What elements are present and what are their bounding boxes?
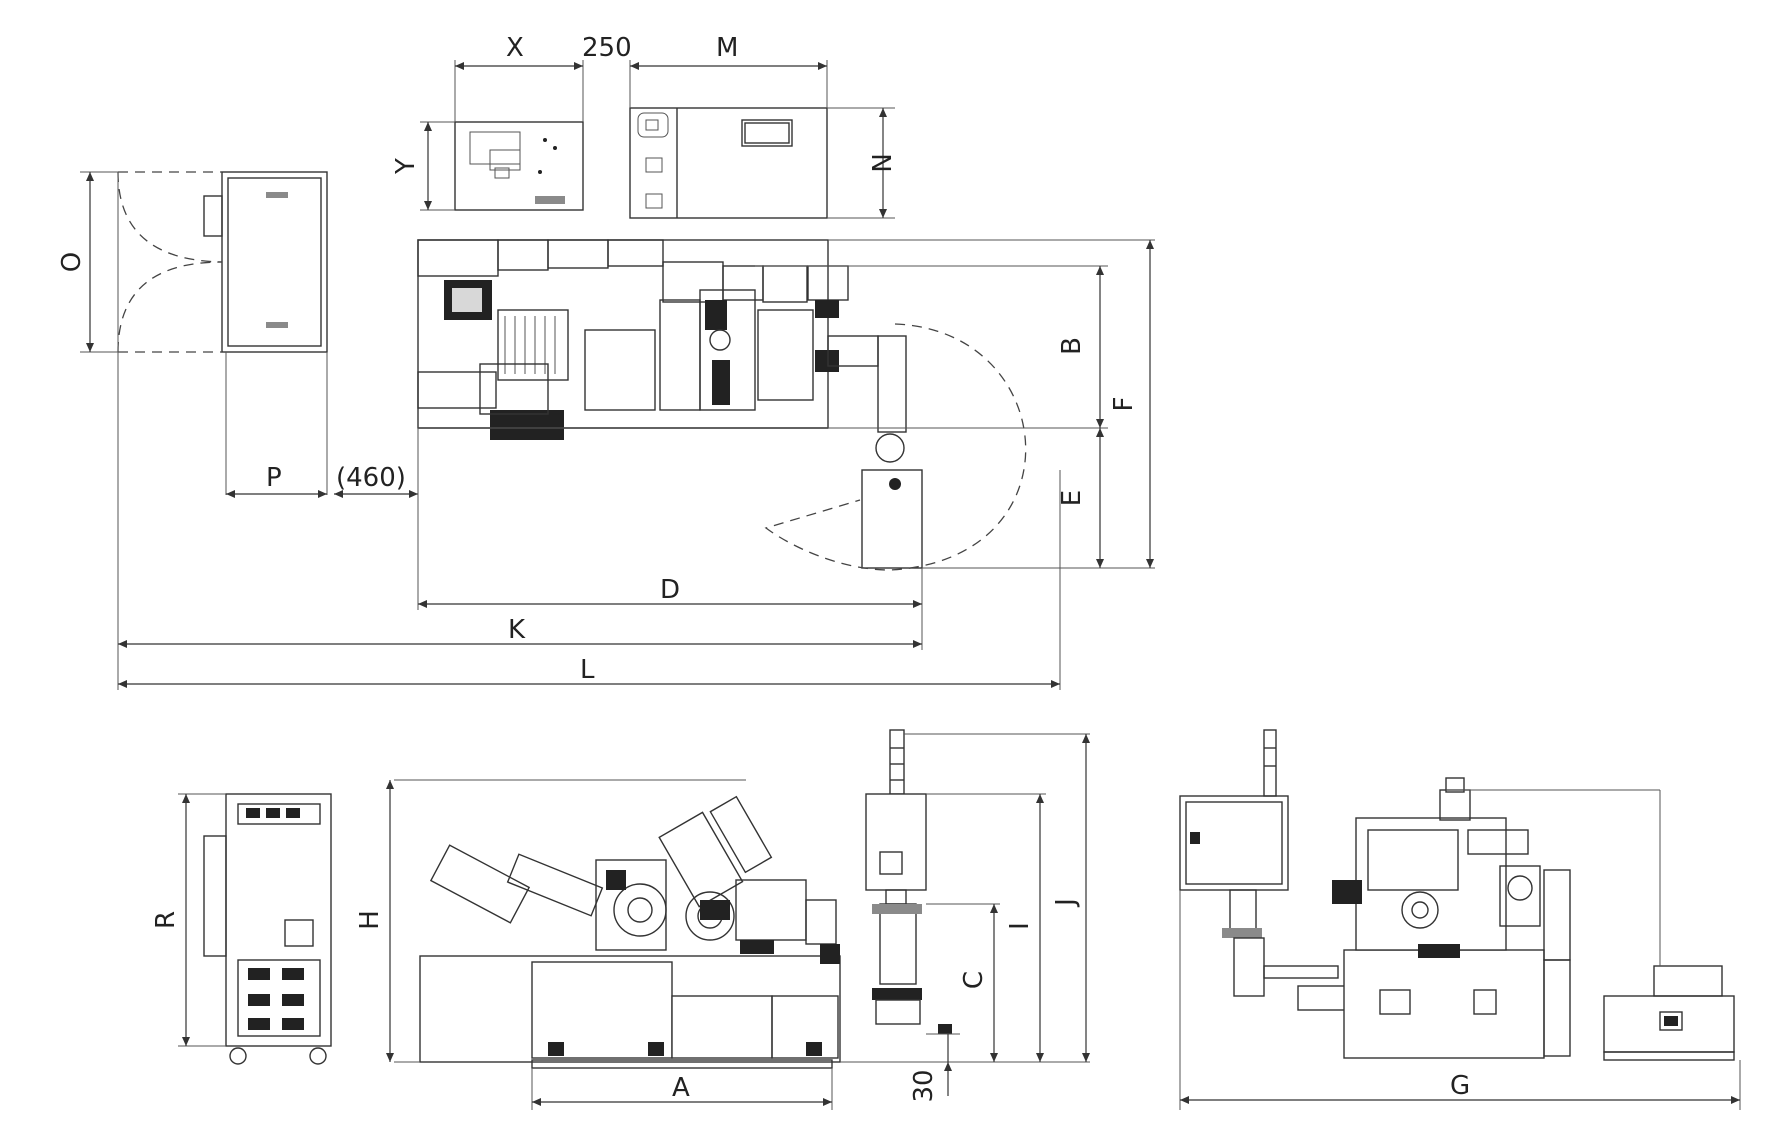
main-machine-side-view bbox=[419, 729, 952, 1069]
plan-view: X 250 M Y N bbox=[57, 33, 1155, 690]
dim-g bbox=[1179, 890, 1741, 1110]
dim-label-c: C bbox=[959, 971, 989, 989]
dim-n bbox=[827, 107, 895, 219]
cabinet-front-view bbox=[203, 793, 332, 1065]
dim-label-k: K bbox=[508, 615, 526, 645]
dim-label-n: N bbox=[865, 153, 895, 172]
dim-c-i-j bbox=[840, 733, 1090, 1063]
dim-label-r: R bbox=[151, 911, 181, 929]
dim-label-j: J bbox=[1051, 898, 1081, 908]
dim-a-30 bbox=[531, 1033, 960, 1110]
dim-label-m: M bbox=[716, 33, 738, 63]
dim-label-i: I bbox=[1005, 922, 1035, 930]
dim-r bbox=[178, 793, 226, 1047]
dim-h bbox=[386, 779, 746, 1063]
dim-label-x: X bbox=[506, 33, 524, 63]
dim-y bbox=[420, 121, 455, 211]
dim-label-p: P bbox=[266, 463, 282, 493]
dim-label-g: G bbox=[1450, 1071, 1470, 1101]
dim-o bbox=[80, 171, 118, 353]
dim-b-e-f bbox=[418, 239, 1155, 569]
dim-label-460: (460) bbox=[336, 463, 406, 493]
dim-label-250: 250 bbox=[582, 33, 632, 63]
end-view bbox=[1179, 729, 1735, 1061]
dim-x-250-m bbox=[454, 60, 828, 122]
dim-label-e: E bbox=[1057, 490, 1087, 506]
dim-label-d: D bbox=[660, 575, 680, 605]
dim-label-30: 30 bbox=[909, 1069, 939, 1102]
dim-label-l: L bbox=[580, 655, 595, 685]
dim-label-a: A bbox=[672, 1073, 690, 1103]
small-unit-top bbox=[454, 121, 584, 211]
unit-m-top bbox=[629, 107, 828, 219]
electrical-cabinet-top bbox=[117, 171, 328, 495]
dim-label-b: B bbox=[1057, 337, 1087, 355]
dim-label-o: O bbox=[57, 252, 87, 272]
dim-d-k-l bbox=[117, 352, 1061, 690]
main-machine-top bbox=[417, 239, 1027, 571]
dim-label-h: H bbox=[355, 910, 385, 930]
dim-label-f: F bbox=[1109, 397, 1139, 412]
dim-label-y: Y bbox=[391, 158, 421, 175]
